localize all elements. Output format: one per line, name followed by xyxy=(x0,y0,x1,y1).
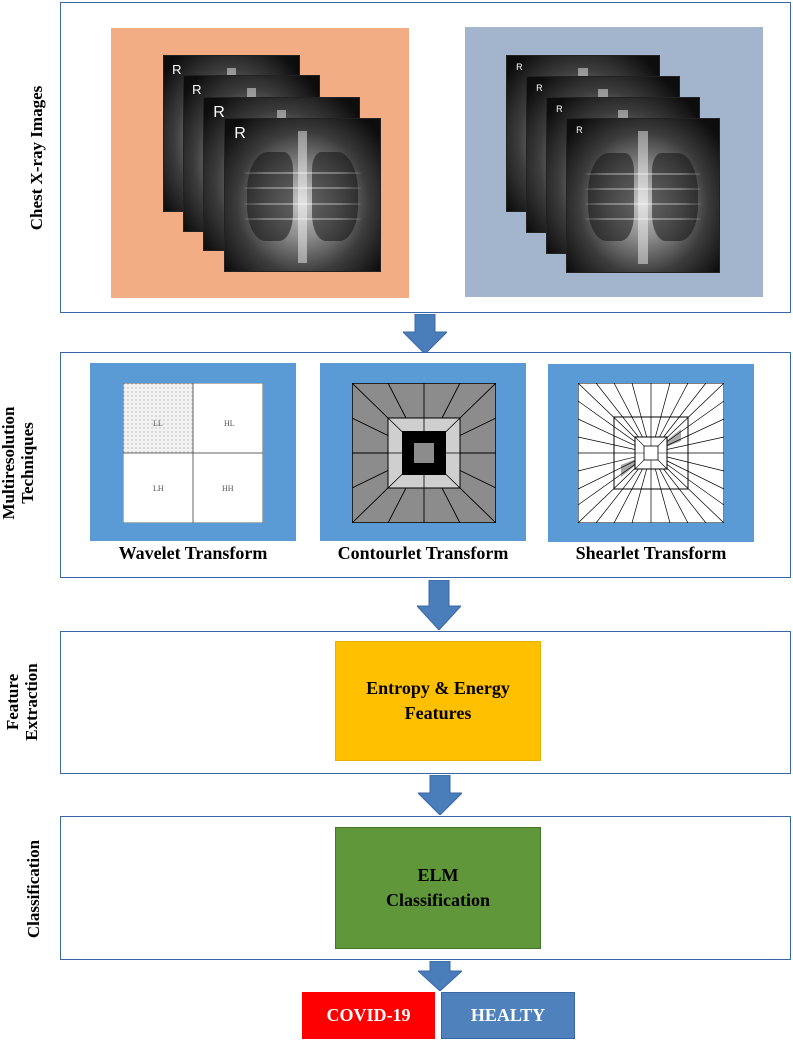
wavelet-hl-label: HL xyxy=(224,419,235,428)
flow-arrow-1 xyxy=(403,314,447,354)
xray-stage-label: Chest X-ray Images xyxy=(26,85,46,231)
contourlet-frequency-diagram xyxy=(352,383,496,523)
wavelet-lh-label: LH xyxy=(153,484,164,493)
wavelet-ll-label: LL xyxy=(153,419,163,428)
flow-arrow-4 xyxy=(418,961,462,991)
wavelet-decomposition-diagram xyxy=(123,383,263,523)
contourlet-transform-title: Contourlet Transform xyxy=(337,543,509,563)
flow-arrow-2 xyxy=(417,580,461,630)
covid-19-output-label: COVID-19 xyxy=(302,992,435,1039)
shearlet-transform-title: Shearlet Transform xyxy=(575,543,727,563)
shearlet-frequency-diagram xyxy=(578,383,724,523)
healthy-output-label: HEALTY xyxy=(441,992,575,1039)
classification-stage-label: Classification xyxy=(23,839,43,939)
covid-xray-image-4: R xyxy=(224,118,381,272)
wavelet-transform-title: Wavelet Transform xyxy=(118,543,268,563)
wavelet-hh-label: HH xyxy=(222,484,234,493)
flow-arrow-3 xyxy=(418,775,462,815)
healthy-xray-image-4: R xyxy=(566,118,720,273)
